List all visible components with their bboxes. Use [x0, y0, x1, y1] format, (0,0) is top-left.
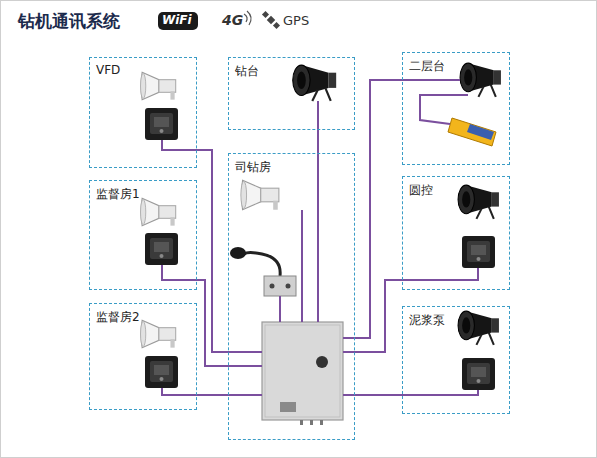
station-box: 二层台	[402, 52, 510, 165]
gps-label: GPS	[283, 13, 309, 28]
satellite-icon	[262, 11, 280, 29]
microphone	[230, 247, 296, 296]
station-box: 钻台	[228, 57, 355, 130]
station-box: 监督房1	[89, 180, 197, 290]
signal-wire	[197, 280, 228, 366]
signal-wire	[355, 394, 402, 396]
station-name: 监督房2	[96, 309, 140, 326]
wifi-logo	[158, 12, 198, 30]
station-box: 司钻房	[228, 153, 355, 440]
signal-wire	[197, 394, 228, 396]
station-box: VFD	[89, 57, 197, 168]
station-box: 泥浆泵	[402, 306, 510, 414]
station-box: 圆控	[402, 176, 510, 290]
station-name: 司钻房	[235, 159, 271, 176]
signal-wire	[355, 280, 402, 352]
wifi-label: WiFi	[162, 13, 192, 27]
station-name: 泥浆泵	[409, 312, 445, 329]
signal-wire	[355, 80, 402, 338]
station-name: 监督房1	[96, 186, 140, 203]
network-label: 4G	[222, 12, 243, 28]
station-name: 钻台	[235, 63, 259, 80]
wire-stub	[162, 80, 478, 395]
signal-icon	[244, 11, 251, 25]
station-box: 监督房2	[89, 303, 197, 410]
signal-wire	[197, 150, 228, 352]
diagram-title: 钻机通讯系统	[18, 10, 120, 33]
station-name: 二层台	[409, 58, 445, 75]
signal-wire	[317, 130, 319, 153]
control-box	[262, 322, 343, 425]
station-name: 圆控	[409, 182, 433, 199]
yellow-device	[448, 118, 496, 146]
station-name: VFD	[96, 63, 120, 77]
